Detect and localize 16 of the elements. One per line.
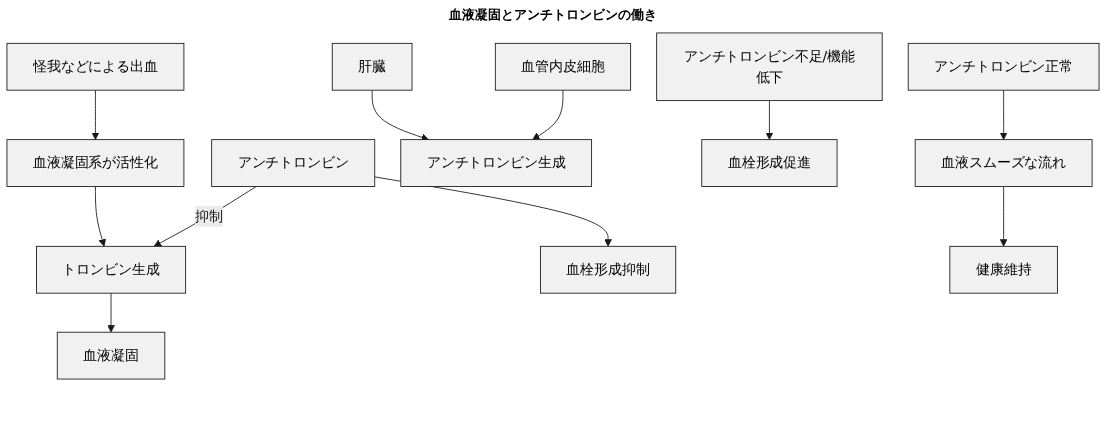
node-box: アンチトロンビン正常	[907, 42, 1100, 91]
edge-label: 抑制	[195, 207, 223, 225]
node-box: 血液凝固系が活性化	[6, 139, 185, 187]
node-box: トロンビン生成	[36, 245, 187, 294]
node-box: 血液凝固	[56, 331, 166, 380]
node-box: アンチトロンビン生成	[400, 139, 593, 187]
node-box: アンチトロンビン不足/機能低下	[656, 32, 883, 102]
node-box: アンチトロンビン	[211, 139, 376, 187]
node-box: 健康維持	[949, 245, 1058, 294]
node-box: 血液スムーズな流れ	[914, 139, 1093, 187]
diagram-title: 血液凝固とアンチトロンビンの働き	[448, 6, 658, 24]
node-box: 肝臓	[331, 42, 413, 91]
node-box: 怪我などによる出血	[6, 42, 185, 91]
node-box: 血栓形成促進	[701, 139, 838, 187]
node-box: 血管内皮細胞	[494, 42, 632, 91]
node-box: 血栓形成抑制	[540, 245, 677, 294]
